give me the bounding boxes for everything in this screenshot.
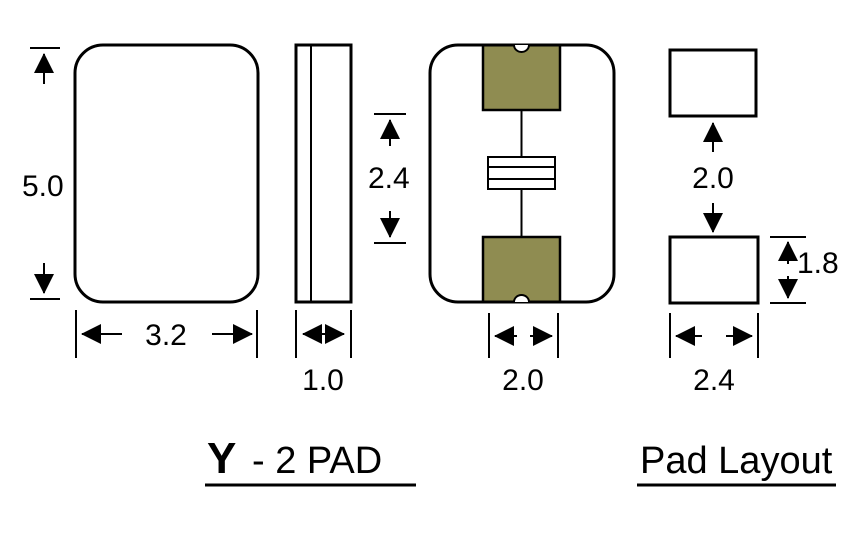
dim-internal-span: 2.4: [368, 113, 410, 244]
internal-bottom-pad: [481, 235, 562, 304]
front-view: [73, 43, 260, 304]
internal-view: [428, 43, 616, 304]
layout-top-pad: [668, 48, 758, 118]
internal-top-pad: [481, 43, 562, 112]
crystal-symbol-inner: [487, 166, 556, 180]
pad-layout-view: [668, 48, 760, 305]
dim-internal-span-label: 2.4: [368, 162, 410, 195]
dim-front-width-label: 3.2: [145, 319, 187, 352]
bottom-notch: [513, 294, 530, 303]
dim-side-width-label: 1.0: [302, 364, 344, 397]
dim-internal-pad-width-label: 2.0: [502, 364, 544, 397]
front-view-outline: [73, 43, 260, 304]
dim-pad-height-label: 1.8: [797, 247, 839, 280]
side-view-outline: [294, 43, 353, 304]
dim-side-width: 1.0: [295, 310, 352, 397]
layout-bottom-pad: [668, 235, 760, 305]
caption-package-suffix: - 2 PAD: [252, 440, 382, 482]
dim-pad-width: 2.4: [669, 313, 759, 397]
dim-front-height-label: 5.0: [22, 170, 64, 203]
caption-pad-layout-label: Pad Layout: [640, 440, 833, 482]
caption-package: Y - 2 PAD: [205, 434, 416, 487]
dim-pad-gap: 2.0: [692, 122, 734, 233]
dim-front-width: 3.2: [75, 310, 258, 358]
top-notch: [513, 44, 530, 53]
dim-pad-height: 1.8: [770, 236, 839, 304]
dim-pad-width-label: 2.4: [693, 364, 735, 397]
dim-internal-pad-width: 2.0: [488, 313, 559, 397]
side-view: [294, 43, 353, 304]
dim-pad-gap-label: 2.0: [692, 162, 734, 195]
caption-pad-layout: Pad Layout: [637, 440, 836, 487]
dim-front-height: 5.0: [22, 47, 64, 300]
caption-package-letter: Y: [207, 434, 236, 483]
